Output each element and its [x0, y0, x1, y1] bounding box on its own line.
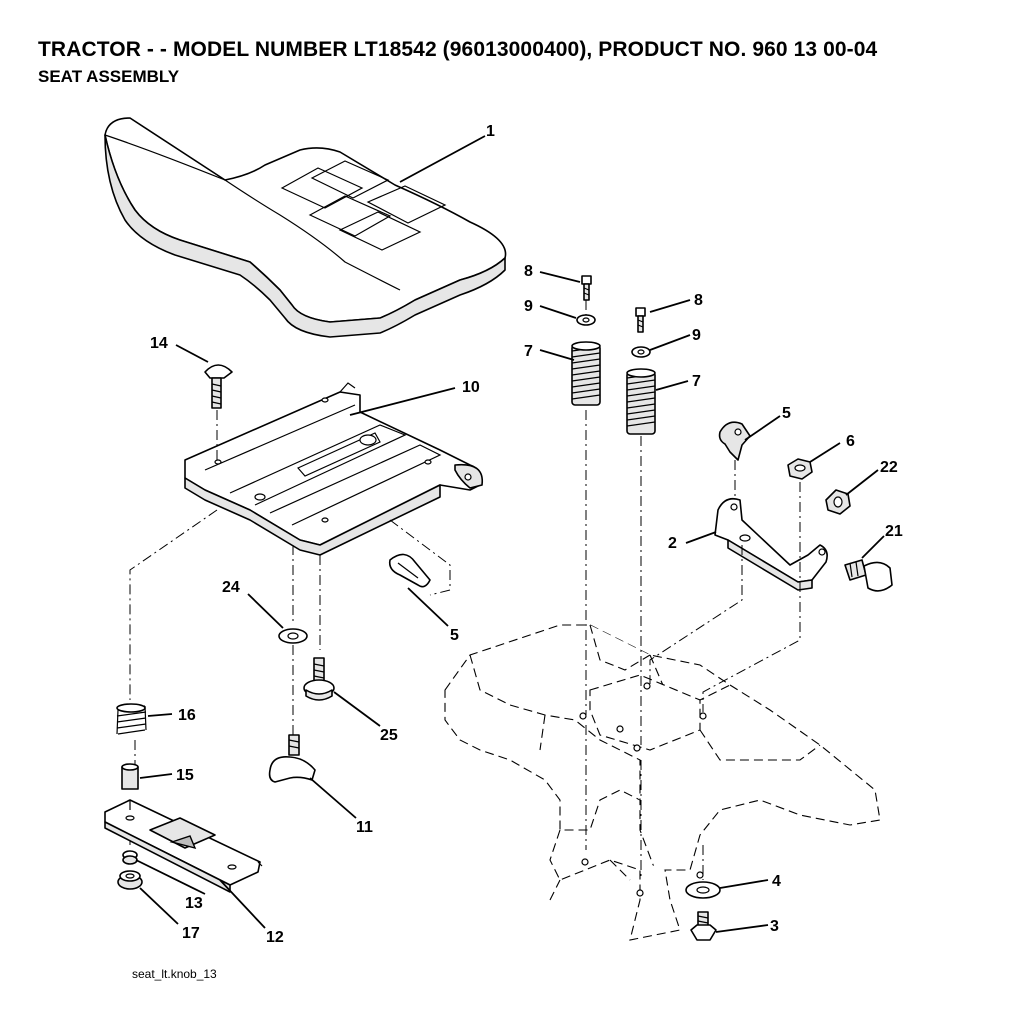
- callout-10: 10: [462, 379, 480, 396]
- shoulder-bolt-bracket: [844, 559, 893, 592]
- seat-knob: [268, 734, 316, 783]
- spring-bolt-left: [581, 275, 592, 301]
- small-nut: [122, 850, 138, 865]
- spring-bolt-right: [635, 307, 646, 333]
- callout-14: 14: [150, 335, 168, 352]
- seat-bracket: [714, 497, 828, 591]
- callout-8-left: 8: [524, 263, 533, 280]
- shoulder-bolt: [303, 657, 335, 701]
- hex-nut: [787, 458, 813, 480]
- callout-25: 25: [380, 727, 398, 744]
- callout-13: 13: [185, 895, 203, 912]
- callout-11: 11: [356, 819, 373, 836]
- seat-pan: [184, 382, 484, 556]
- seat-slide-rail: [104, 799, 263, 893]
- callout-22: 22: [880, 459, 898, 476]
- callout-1: 1: [486, 123, 495, 140]
- flange-nut: [117, 870, 143, 890]
- callout-7-left: 7: [524, 343, 533, 360]
- seat-spring-small: [116, 703, 147, 735]
- spring-washer-left: [576, 314, 596, 326]
- seat-spring-right: [626, 368, 656, 435]
- callout-2: 2: [668, 535, 677, 552]
- callout-21: 21: [885, 523, 903, 540]
- callout-3: 3: [770, 918, 779, 935]
- seat-clip-upper: [718, 421, 751, 461]
- callout-16: 16: [178, 707, 196, 724]
- drawing-file-label: seat_lt.knob_13: [132, 967, 217, 981]
- callout-24: 24: [222, 579, 240, 596]
- callout-8-right: 8: [694, 292, 703, 309]
- tractor-frame: [444, 624, 881, 941]
- seat-clip-lower: [388, 553, 431, 588]
- callout-9-right: 9: [692, 327, 701, 344]
- callout-5-upper: 5: [782, 405, 791, 422]
- callout-6: 6: [846, 433, 855, 450]
- lock-nut: [825, 489, 851, 515]
- callout-17: 17: [182, 925, 200, 942]
- callout-leaders: [135, 135, 885, 933]
- seat: [104, 117, 507, 338]
- callout-7-right: 7: [692, 373, 701, 390]
- carriage-bolt: [204, 364, 233, 409]
- frame-washer: [685, 881, 721, 899]
- frame-bolt: [690, 911, 717, 941]
- page-subtitle: SEAT ASSEMBLY: [38, 67, 180, 86]
- page-title: TRACTOR - - MODEL NUMBER LT18542 (960130…: [38, 38, 878, 61]
- callout-5-lower: 5: [450, 627, 459, 644]
- spring-washer-right: [631, 346, 651, 358]
- callout-labels: 1 14 10 8 9 7 8 9 7 5 6 22 2 21 24 5 16 …: [150, 123, 903, 946]
- seat-spring-left: [571, 341, 601, 406]
- washer: [278, 628, 308, 644]
- callout-4: 4: [772, 873, 781, 890]
- callout-12: 12: [266, 929, 284, 946]
- spacer: [121, 763, 139, 790]
- callout-9-left: 9: [524, 298, 533, 315]
- callout-15: 15: [176, 767, 194, 784]
